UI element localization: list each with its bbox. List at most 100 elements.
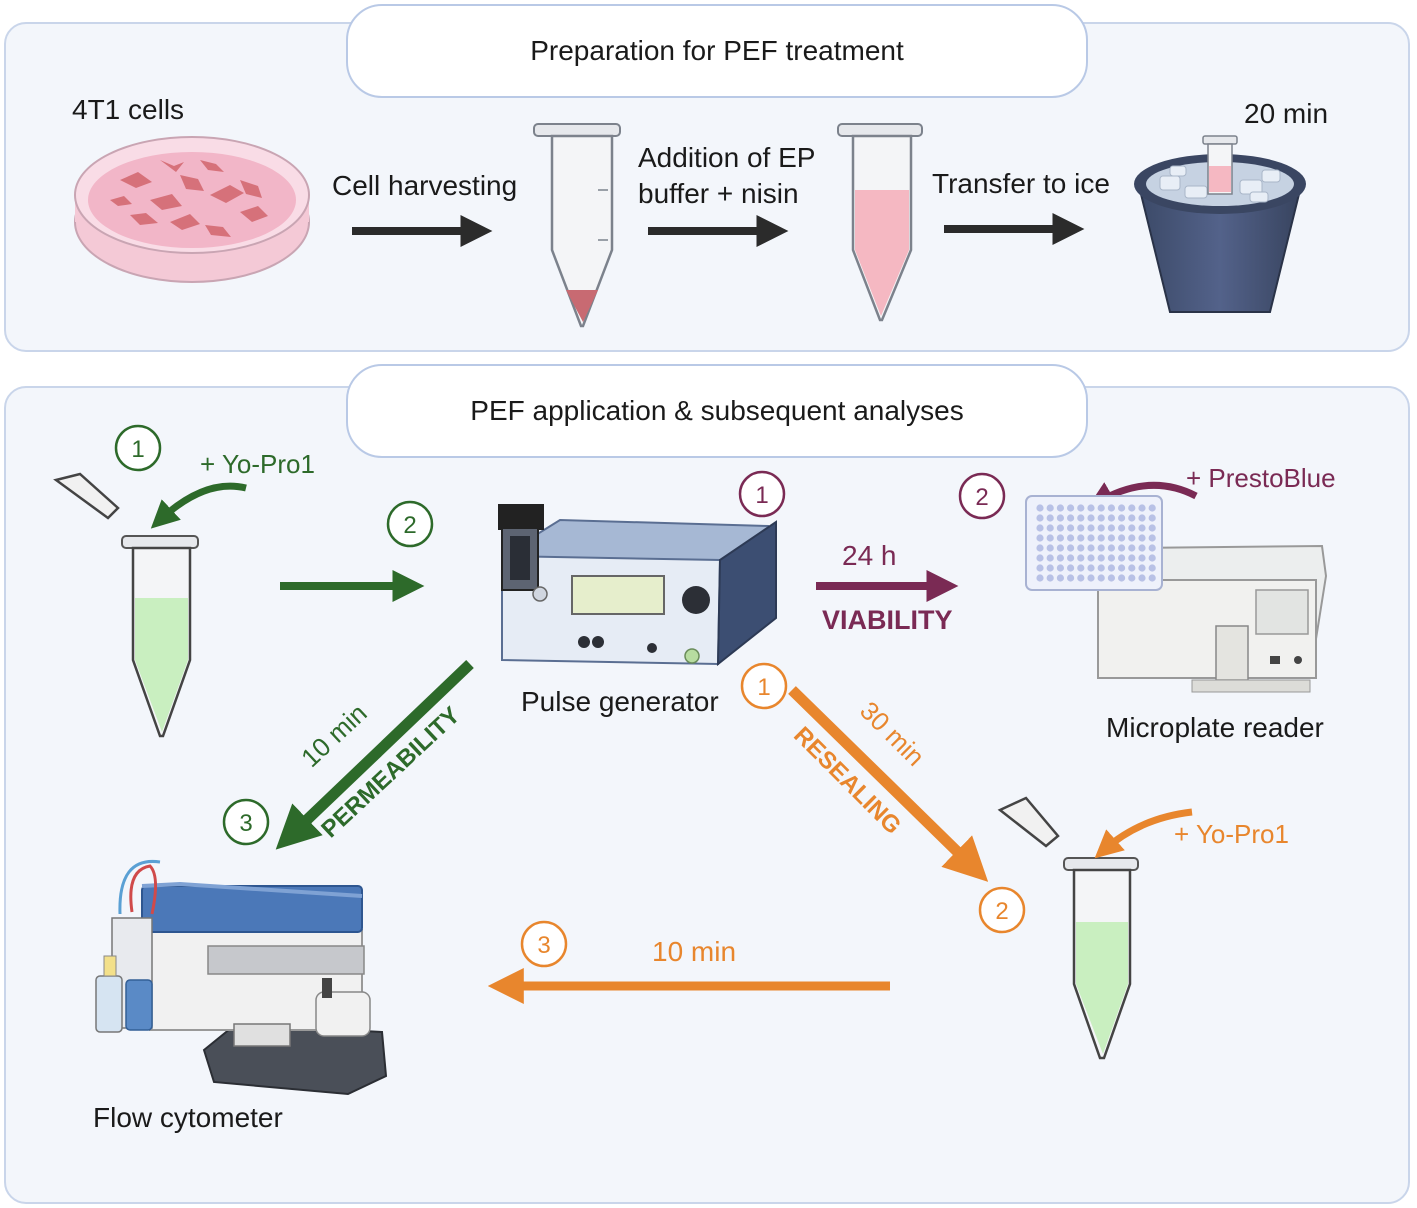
microplate-well (1036, 574, 1044, 582)
microplate-well (1077, 534, 1085, 542)
microplate-well (1036, 524, 1044, 532)
microplate-well (1118, 554, 1126, 562)
arrow-yopro-green (150, 482, 247, 529)
step-1-green: 1 (114, 424, 162, 472)
microplate-well (1077, 504, 1085, 512)
microplate-well (1046, 574, 1054, 582)
step-2-green: 2 (386, 500, 434, 548)
microplate-well (1087, 514, 1095, 522)
microplate-well (1107, 524, 1115, 532)
arrow-yopro-orange (1094, 808, 1193, 859)
microplate-well (1148, 534, 1156, 542)
microplate-well (1036, 504, 1044, 512)
step-cell-harvesting: Cell harvesting (332, 170, 518, 201)
microplate-well (1046, 544, 1054, 552)
microplate-well (1067, 514, 1075, 522)
step-1-orange: 1 (740, 662, 788, 710)
microplate-well (1128, 534, 1136, 542)
step-addition-line1: Addition of EP (638, 142, 816, 173)
tube-buffer-icon (837, 123, 923, 322)
microplate-well (1118, 524, 1126, 532)
microplate-well (1067, 504, 1075, 512)
pulse-generator-icon (498, 504, 778, 667)
svg-text:1: 1 (131, 436, 144, 463)
microplate-well (1077, 524, 1085, 532)
microplate-well (1046, 504, 1054, 512)
microplate-well (1097, 514, 1105, 522)
microplate-well (1046, 554, 1054, 562)
svg-text:3: 3 (537, 932, 550, 959)
microplate-well (1118, 534, 1126, 542)
microplate-well (1056, 514, 1064, 522)
microplate-well (1067, 564, 1075, 572)
microplate-well (1046, 564, 1054, 572)
microplate-well (1107, 544, 1115, 552)
microplate-well (1087, 534, 1095, 542)
yopro-orange-label: + Yo-Pro1 (1174, 819, 1289, 849)
microplate-well (1036, 564, 1044, 572)
microplate-well (1128, 514, 1136, 522)
microplate-well (1107, 564, 1115, 572)
microplate-well (1138, 514, 1146, 522)
microplate-well (1118, 574, 1126, 582)
microplate-well (1138, 574, 1146, 582)
microplate-well (1138, 554, 1146, 562)
microplate-well (1097, 504, 1105, 512)
svg-text:1: 1 (755, 482, 768, 509)
microplate-well (1087, 544, 1095, 552)
step-2-orange: 2 (978, 886, 1026, 934)
microplate-well (1056, 524, 1064, 532)
microplate-reader-label: Microplate reader (1106, 712, 1324, 743)
arrow-resealing (788, 686, 989, 882)
arrow-permeability (275, 660, 474, 850)
microplate-well (1036, 514, 1044, 522)
final-time: 10 min (652, 936, 737, 967)
microplate-well (1097, 574, 1105, 582)
flow-cytometer-icon (95, 859, 388, 1096)
microplate-well (1128, 564, 1136, 572)
top-section-title: Preparation for PEF treatment (346, 4, 1088, 98)
microplate-well (1097, 524, 1105, 532)
microplate-well (1128, 504, 1136, 512)
microplate-well (1118, 504, 1126, 512)
step-addition-line2: buffer + nisin (638, 178, 799, 209)
microplate-well (1067, 534, 1075, 542)
microplate-well (1067, 544, 1075, 552)
microplate-well (1138, 534, 1146, 542)
microplate-well (1128, 554, 1136, 562)
step-2-purple: 2 (958, 472, 1006, 520)
svg-text:2: 2 (403, 512, 416, 539)
cells-label: 4T1 cells (72, 94, 185, 125)
microplate-icon (1025, 495, 1163, 591)
step-3-orange: 3 (520, 920, 568, 968)
microplate-well (1097, 564, 1105, 572)
microplate-well (1056, 554, 1064, 562)
microplate-well (1087, 554, 1095, 562)
microplate-well (1148, 504, 1156, 512)
microplate-well (1046, 514, 1054, 522)
microplate-well (1148, 514, 1156, 522)
microplate-well (1046, 534, 1054, 542)
microplate-well (1107, 504, 1115, 512)
microplate-well (1087, 564, 1095, 572)
microplate-well (1036, 534, 1044, 542)
microplate-well (1148, 544, 1156, 552)
step-transfer-to-ice: Transfer to ice (932, 168, 1110, 199)
viability-time: 24 h (842, 540, 897, 571)
microplate-well (1118, 514, 1126, 522)
microplate-well (1128, 524, 1136, 532)
flow-cytometer-label: Flow cytometer (93, 1102, 283, 1133)
microplate-well (1148, 554, 1156, 562)
tube-yopro-orange-icon (997, 796, 1139, 1060)
incubation-duration: 20 min (1244, 98, 1329, 129)
ice-bucket-icon (1134, 135, 1306, 313)
microplate-well (1107, 514, 1115, 522)
microplate-well (1056, 544, 1064, 552)
microplate-well (1077, 564, 1085, 572)
tube-yopro-green-icon (53, 472, 199, 738)
bottom-section-title: PEF application & subsequent analyses (346, 364, 1088, 458)
microplate-well (1148, 574, 1156, 582)
prestoblue-label: + PrestoBlue (1186, 463, 1336, 493)
svg-text:1: 1 (757, 674, 770, 701)
